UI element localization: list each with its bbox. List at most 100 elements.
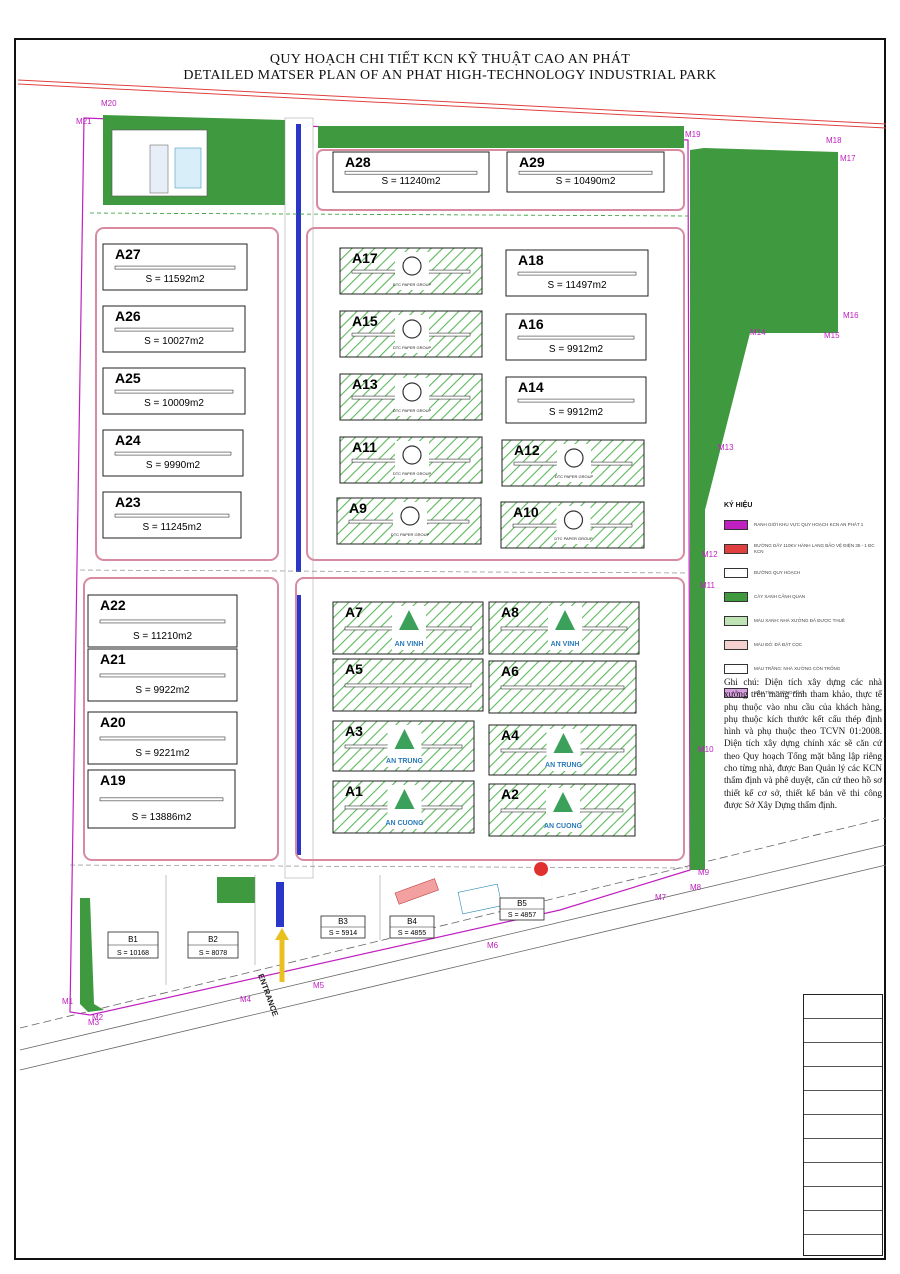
plot-label: B4: [407, 917, 417, 926]
plot-label: A9: [349, 500, 367, 516]
tenant-leaf-icon: [394, 789, 415, 809]
legend-swatch: [724, 520, 748, 530]
legend-item: ĐƯỜNG QUY HOẠCH: [724, 563, 882, 583]
legend-swatch: [724, 640, 748, 650]
plot-a6[interactable]: A6: [488, 660, 637, 714]
plot-label: A29: [519, 154, 545, 170]
plot-b2[interactable]: B2S = 8078: [187, 931, 239, 959]
tenant-logo: AN CUONG: [385, 785, 424, 829]
plot-label: A19: [100, 772, 126, 788]
plot-a19[interactable]: A19 S = 13886m2: [87, 769, 236, 829]
legend-title: KÝ HIỆU: [724, 502, 753, 509]
external-road: [19, 817, 887, 1071]
paper-group-emblem-icon: [402, 382, 422, 402]
plot-label: A24: [115, 432, 141, 448]
plot-area: S = 11497m2: [547, 280, 606, 291]
legend-label: MÀU ĐỎ: ĐÃ ĐẶT CỌC: [754, 642, 803, 647]
paper-group-emblem-icon: [402, 319, 422, 339]
legend-item: MÀU TRẮNG: NHÀ XƯỞNG CÒN TRỐNG: [724, 659, 882, 679]
tenant-name: DTC PAPER GROUP: [393, 471, 432, 476]
plot-b5[interactable]: B5S = 4857: [499, 897, 545, 921]
title-block-row: [804, 1211, 882, 1235]
plot-a2[interactable]: A2 AN CUONG: [488, 783, 636, 837]
note-text: Ghi chú: Diện tích xây dựng các nhà xưởn…: [724, 677, 882, 810]
legend-item: RANH GIỚI KHU VỰC QUY HOẠCH KCN AN PHÁT …: [724, 515, 882, 535]
plot-label: B5: [517, 899, 527, 908]
boundary-marker-m3: M3: [88, 1018, 100, 1027]
plot-a20[interactable]: A20 S = 9221m2: [87, 711, 238, 765]
title-block-row: [804, 1139, 882, 1163]
boundary-marker-m11: M11: [700, 581, 716, 590]
boundary-marker-m2: M2: [92, 1013, 104, 1022]
plot-a5[interactable]: A5: [332, 658, 484, 712]
tenant-logo: DTC PAPER GROUP: [393, 441, 432, 479]
plot-label: A16: [518, 316, 544, 332]
factory-centerline: [99, 736, 226, 741]
block-outlines: [83, 149, 685, 861]
tenant-name: AN CUONG: [544, 823, 583, 830]
logo-backdrop: [395, 315, 429, 353]
boundary-marker-m20: M20: [101, 99, 117, 108]
legend-label: RANH GIỚI KHU VỰC QUY HOẠCH KCN AN PHÁT …: [754, 522, 864, 527]
plot-b3[interactable]: B3S = 5914: [320, 915, 366, 939]
plot-area: S = 13886m2: [132, 812, 192, 823]
plot-b4[interactable]: B4S = 4855: [389, 915, 435, 939]
logo-backdrop: [557, 444, 591, 482]
legend-swatch: [724, 592, 748, 602]
plot-label: A20: [100, 714, 126, 730]
title-block-row: [804, 1163, 882, 1187]
plot-area: S = 11240m2: [381, 176, 440, 187]
title-block-row: [804, 1067, 882, 1091]
paper-group-emblem-icon: [400, 506, 420, 526]
site-boundary: [69, 117, 691, 1016]
plot-area: S = 9221m2: [135, 748, 190, 759]
plot-a25[interactable]: A25 S = 10009m2: [102, 367, 246, 415]
road-median-south: [296, 595, 301, 855]
boundary-marker-m4: M4: [240, 995, 252, 1004]
tenant-logo: DTC PAPER GROUP: [554, 506, 593, 544]
legend-item: MÀU XANH: NHÀ XƯỞNG ĐÃ ĐƯỢC THUÊ: [724, 611, 882, 631]
factory-centerline: [518, 170, 653, 175]
tenant-logo: DTC PAPER GROUP: [393, 315, 432, 353]
plot-label: A25: [115, 370, 141, 386]
plot-label: B2: [208, 935, 218, 944]
tenant-name: DTC PAPER GROUP: [391, 532, 430, 537]
legend-label: MÀU XANH: NHÀ XƯỞNG ĐÃ ĐƯỢC THUÊ: [754, 618, 845, 623]
plot-b1[interactable]: B1S = 10168: [107, 931, 159, 959]
factory-centerline: [99, 673, 226, 678]
paper-group-emblem-icon: [402, 256, 422, 276]
tenant-name: DTC PAPER GROUP: [393, 345, 432, 350]
plot-label: A7: [345, 604, 363, 620]
boundary-marker-m6: M6: [487, 941, 499, 950]
plot-label: A13: [352, 376, 378, 392]
powerline-corridor: [17, 79, 887, 129]
plot-label: A2: [501, 786, 519, 802]
plot-area: S = 10009m2: [144, 398, 204, 409]
logo-backdrop: [393, 502, 427, 540]
plot-label: A21: [100, 651, 126, 667]
